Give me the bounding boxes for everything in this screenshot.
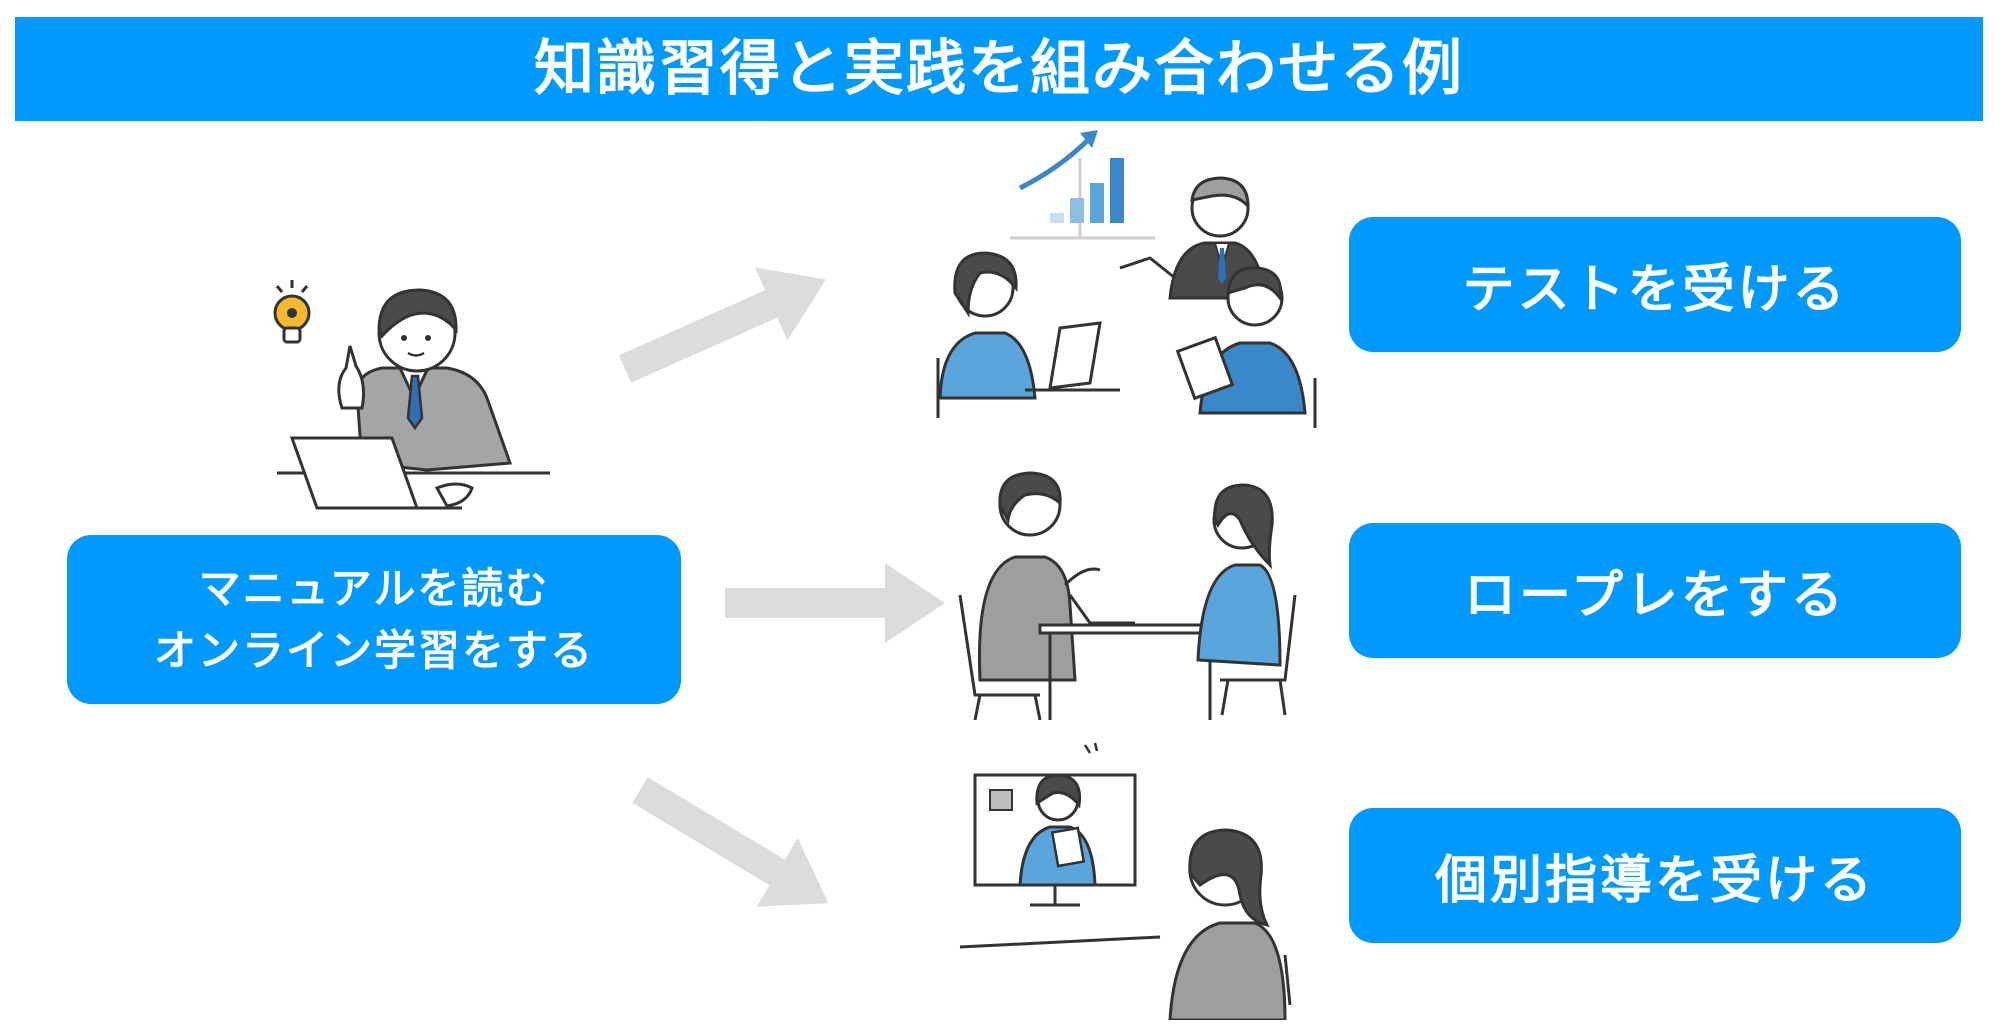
coaching-illustration (959, 742, 1292, 1020)
studying-person-illustration (273, 280, 550, 510)
page-title: 知識習得と実践を組み合わせる例 (534, 34, 1464, 104)
growth-chart-icon (1010, 130, 1155, 240)
outcome-box-coaching: 個別指導を受ける (1349, 808, 1961, 943)
arrow-to-coaching (632, 777, 829, 907)
title-bar: 知識習得と実践を組み合わせる例 (15, 17, 1983, 121)
outcome-box-roleplay: ロープレをする (1349, 523, 1961, 658)
source-line-1: マニュアルを読む (198, 563, 550, 613)
outcome-label-roleplay: ロープレをする (1464, 566, 1846, 626)
source-box: マニュアルを読む オンライン学習をする (67, 535, 681, 704)
arrow-to-roleplay (725, 563, 945, 643)
outcome-label-test: テストを受ける (1462, 260, 1848, 320)
source-line-2: オンライン学習をする (153, 625, 594, 675)
meeting-illustration (936, 130, 1317, 428)
arrow-to-test (618, 267, 826, 383)
roleplay-illustration (958, 471, 1297, 720)
outcome-box-test: テストを受ける (1349, 217, 1961, 352)
outcome-label-coaching: 個別指導を受ける (1434, 851, 1875, 911)
lightbulb-icon (273, 280, 311, 344)
